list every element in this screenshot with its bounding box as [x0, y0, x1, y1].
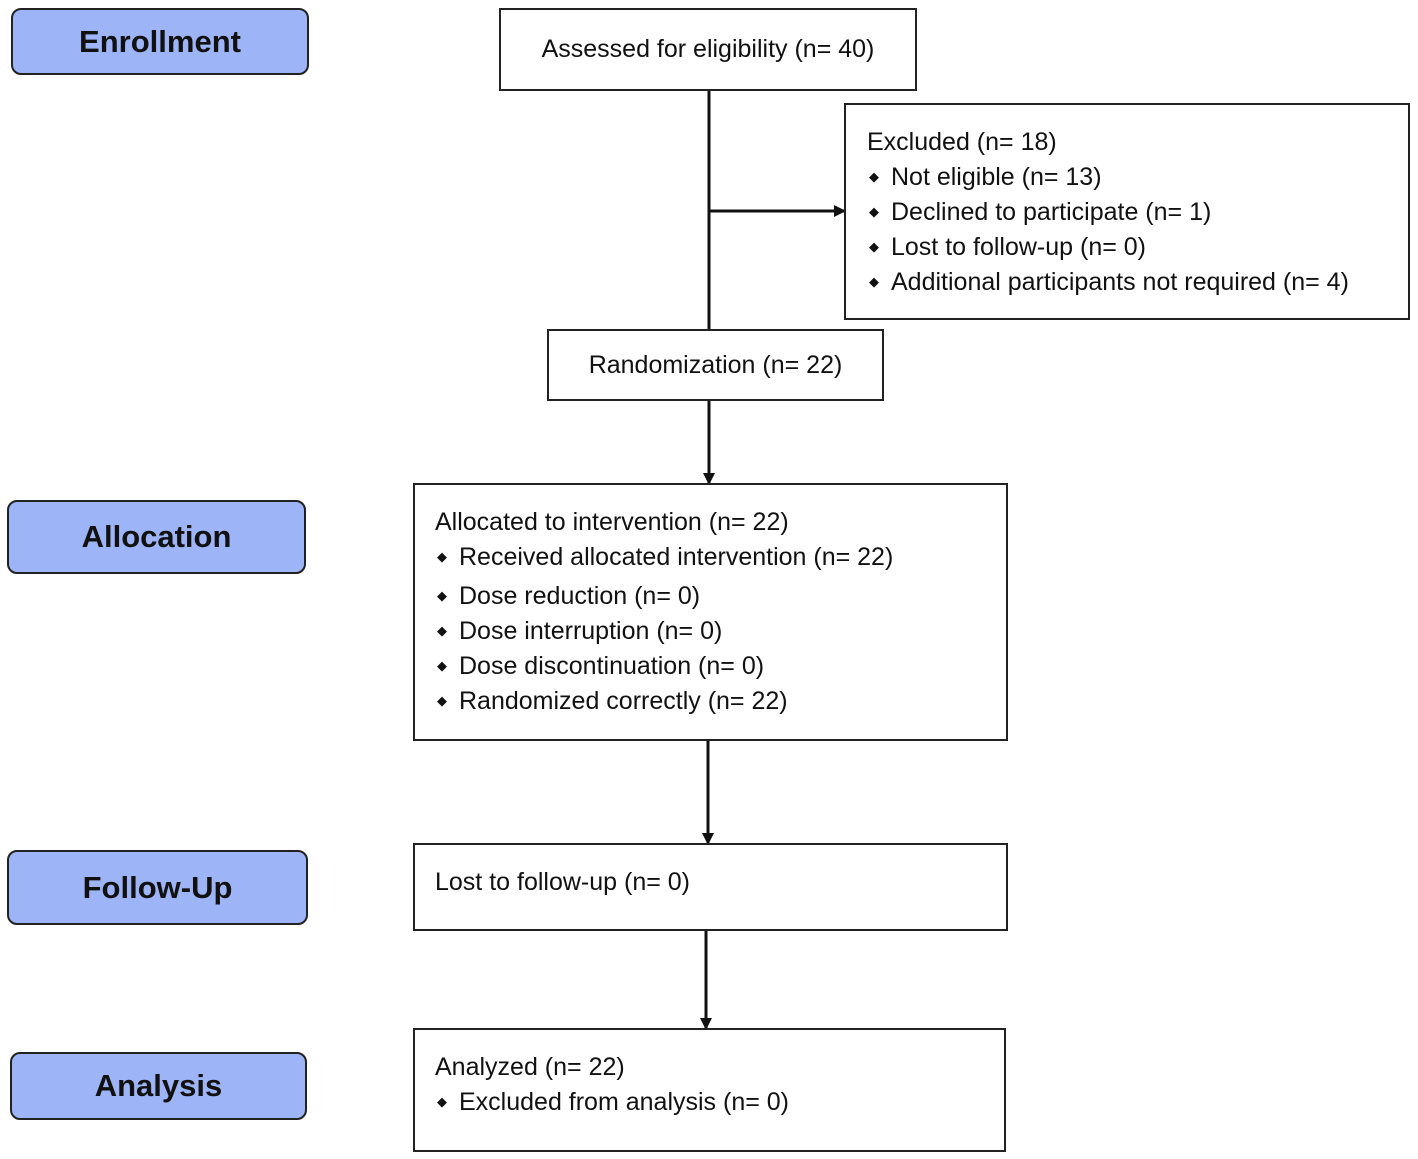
phase-label-follow-up: Follow-Up	[7, 850, 308, 925]
assessed-box: Assessed for eligibility (n= 40)	[499, 8, 917, 91]
list-item: Dose reduction (n= 0)	[435, 579, 1006, 614]
phase-label-allocation: Allocation	[7, 500, 306, 574]
excluded-list: Not eligible (n= 13) Declined to partici…	[867, 160, 1408, 300]
analysis-list: Excluded from analysis (n= 0)	[435, 1085, 1004, 1120]
analysis-box: Analyzed (n= 22) Excluded from analysis …	[413, 1028, 1006, 1152]
allocated-title: Allocated to intervention (n= 22)	[435, 508, 789, 536]
excluded-box: Excluded (n= 18) Not eligible (n= 13) De…	[844, 103, 1410, 320]
list-item: Lost to follow-up (n= 0)	[867, 230, 1408, 265]
allocation-box: Allocated to intervention (n= 22) Receiv…	[413, 483, 1008, 741]
list-item: Received allocated intervention (n= 22)	[435, 540, 1006, 575]
analysis-title: Analyzed (n= 22)	[435, 1053, 625, 1081]
list-item: Declined to participate (n= 1)	[867, 195, 1408, 230]
list-item: Excluded from analysis (n= 0)	[435, 1085, 1004, 1120]
randomization-box: Randomization (n= 22)	[547, 329, 884, 401]
allocated-list: Received allocated intervention (n= 22) …	[435, 540, 1006, 719]
list-item: Additional participants not required (n=…	[867, 265, 1408, 300]
list-item: Randomized correctly (n= 22)	[435, 684, 1006, 719]
list-item: Not eligible (n= 13)	[867, 160, 1408, 195]
follow-up-title: Lost to follow-up (n= 0)	[435, 868, 690, 896]
list-item: Dose interruption (n= 0)	[435, 614, 1006, 649]
assessed-label: Assessed for eligibility (n= 40)	[541, 35, 875, 63]
excluded-title: Excluded (n= 18)	[867, 128, 1057, 156]
list-item: Dose discontinuation (n= 0)	[435, 649, 1006, 684]
phase-label-analysis: Analysis	[10, 1052, 307, 1120]
follow-up-box: Lost to follow-up (n= 0)	[413, 843, 1008, 931]
phase-label-enrollment: Enrollment	[11, 8, 309, 75]
randomization-label: Randomization (n= 22)	[588, 350, 843, 379]
